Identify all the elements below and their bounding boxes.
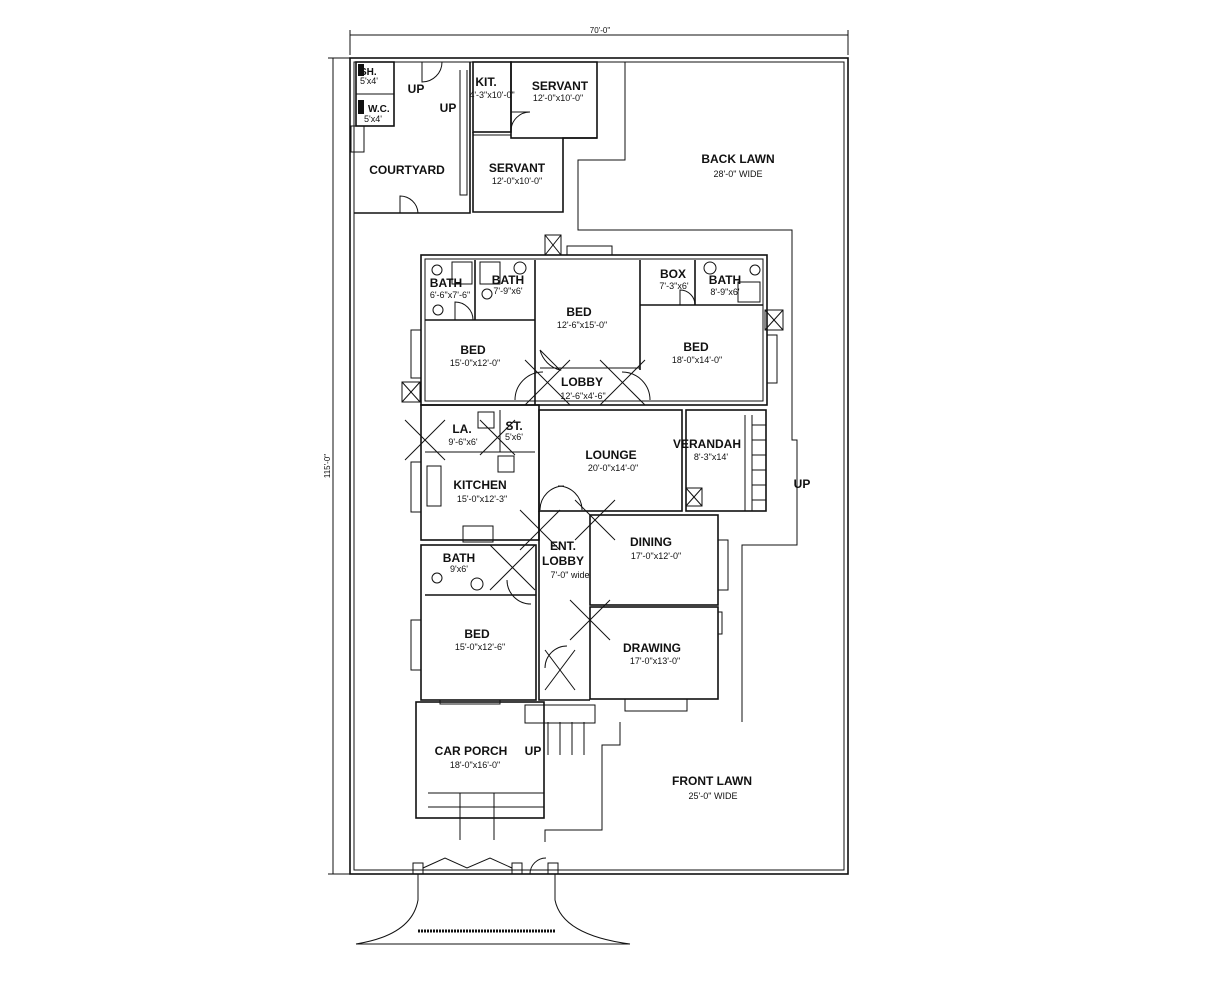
ent-lobby-label-line-1: ENT. (550, 539, 576, 553)
windows (410, 245, 778, 712)
bath-1-label: BATH (430, 276, 462, 290)
back-lawn-label: BACK LAWN (701, 152, 774, 166)
box-label: BOX (660, 267, 686, 281)
lounge-label: LOUNGE (585, 448, 636, 462)
servant-room-1-label: SERVANT (532, 79, 589, 93)
servant-block-walls (350, 61, 598, 214)
sanitary-fixtures (426, 261, 761, 591)
car-porch-label: CAR PORCH (435, 744, 508, 758)
drawing-label: DRAWING (623, 641, 681, 655)
courtyard-label: COURTYARD (369, 163, 445, 177)
bath-3-label: BATH (709, 273, 741, 287)
entrance-gate (412, 857, 559, 875)
bed-1-label: BED (566, 305, 592, 319)
bed-2-label: BED (460, 343, 486, 357)
ent-lobby-label-line-2: LOBBY (542, 554, 584, 568)
servant-room-2-label: SERVANT (489, 161, 546, 175)
up-label-1: UP (408, 82, 425, 96)
verandah-stairs (752, 424, 766, 501)
servant-room-1-size: 12'-0"x10'-0" (533, 93, 583, 103)
width-dimension-label: 70'-0" (590, 26, 611, 35)
bed-1-size: 12'-6"x15'-0" (557, 320, 607, 330)
dining-label: DINING (630, 535, 672, 549)
laundry-label: LA. (452, 422, 471, 436)
bath-1-size: 6'-6"x7'-6" (430, 290, 470, 300)
door-swings (454, 289, 696, 669)
dining-size: 17'-0"x12'-0" (631, 551, 681, 561)
ent-lobby-size: 7'-0" wide (551, 570, 590, 580)
lobby-size: 12'-6"x4'-6" (560, 391, 605, 401)
up-label-4: UP (525, 744, 542, 758)
plot-boundary (349, 57, 849, 875)
bath-2-label: BATH (492, 273, 524, 287)
shower-label: SH. (360, 67, 377, 78)
car-porch-size: 18'-0"x16'-0" (450, 760, 500, 770)
front-lawn-label: FRONT LAWN (672, 774, 752, 788)
box-size: 7'-3"x6' (659, 281, 688, 291)
bed-4-size: 15'-0"x12'-6" (455, 642, 505, 652)
bath-3-size: 8'-9"x6' (710, 287, 739, 297)
wc-size: 5'x4' (364, 114, 382, 124)
store-label: ST. (505, 419, 522, 433)
bath-4-size: 9'x6' (450, 564, 468, 574)
bath-4-label: BATH (443, 551, 475, 565)
drawing-size: 17'-0"x13'-0" (630, 656, 680, 666)
servant-kitchen-label: KIT. (475, 75, 496, 89)
dimension-lines (328, 30, 849, 875)
kitchen-label: KITCHEN (453, 478, 506, 492)
kitchen-size: 15'-0"x12'-3" (457, 494, 507, 504)
back-lawn-boundary (577, 62, 798, 722)
servant-kitchen-size: 4'-3"x10'-0" (469, 90, 514, 100)
ducts (401, 234, 784, 507)
up-label-3: UP (794, 477, 811, 491)
verandah-size: 8'-3"x14' (694, 452, 728, 462)
back-lawn-size: 28'-0" WIDE (714, 169, 763, 179)
approach-road (355, 874, 631, 945)
bed-3-label: BED (683, 340, 709, 354)
bed-2-size: 15'-0"x12'-0" (450, 358, 500, 368)
opening-cross-marks (404, 359, 646, 691)
bath-2-size: 7'-9"x6' (493, 286, 522, 296)
up-label-2: UP (440, 101, 457, 115)
verandah-label: VERANDAH (673, 437, 741, 451)
lounge-size: 20'-0"x14'-0" (588, 463, 638, 473)
store-size: 5'x6' (505, 432, 523, 442)
bed-3-size: 18'-0"x14'-0" (672, 355, 722, 365)
shower-size: 5'x4' (360, 76, 378, 86)
front-lawn-size: 25'-0" WIDE (689, 791, 738, 801)
lobby-label: LOBBY (561, 375, 603, 389)
wc-label: W.C. (368, 104, 390, 115)
servant-room-2-size: 12'-0"x10'-0" (492, 176, 542, 186)
bed-4-label: BED (464, 627, 490, 641)
laundry-size: 9'-6"x6' (448, 437, 477, 447)
depth-dimension-label: 115'-0" (323, 454, 332, 478)
